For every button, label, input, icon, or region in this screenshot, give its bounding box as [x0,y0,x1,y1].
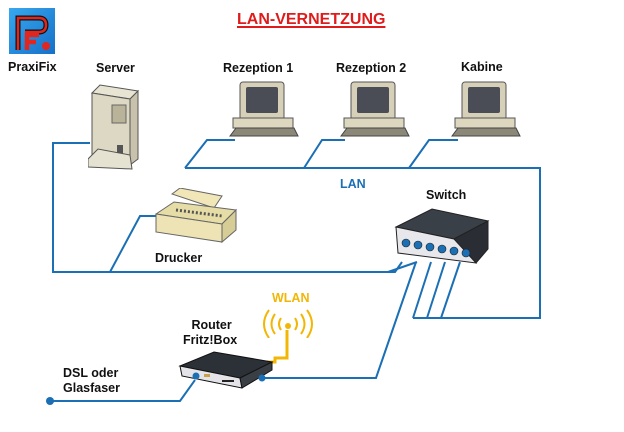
network-switch-icon [394,208,490,264]
internet-endpoint-dot [46,397,54,405]
cable-rezeption1 [184,139,235,169]
lan-label: LAN [340,177,366,191]
router-label-line2: Fritz!Box [183,333,238,347]
cable-switch-port4 [412,261,432,319]
drucker-label: Drucker [155,251,203,265]
switch-port-3 [425,242,435,252]
rezeption1-label: Rezeption 1 [223,61,294,75]
router-dsl-port [192,372,200,380]
cable-internet [50,379,196,402]
praxifix-logo-icon [9,8,55,54]
cable-switch-port2 [387,261,418,273]
router-label: Router Fritz!Box [183,318,237,348]
switch-port-6 [461,248,471,258]
internet-label: DSL oder Glasfaser [63,366,120,396]
desktop-computer-icon [229,81,299,137]
page-title: LAN-VERNETZUNG [237,11,386,28]
server-tower-icon[interactable] [87,83,148,173]
printer-icon [154,187,238,244]
drucker-printer[interactable] [152,187,242,246]
rezeption1-computer[interactable] [228,80,300,140]
desktop-computer-icon [451,81,521,137]
kabine-label: Kabine [461,60,503,74]
rezeption2-computer[interactable] [339,80,411,140]
router-label-line1: Router [191,318,232,332]
internet-label-line2: Glasfaser [63,381,120,395]
wlan-label: WLAN [272,291,310,305]
cable-switch-port6 [440,261,461,319]
server-label: Server [96,61,135,75]
wifi-antenna-icon [262,308,314,339]
router-lan-port [258,374,266,382]
switch-port-5 [449,246,459,256]
switch-port-1 [401,238,411,248]
switch-port-4 [437,244,447,254]
cable-router-switch [262,261,417,379]
lan-bus-cable [185,167,541,319]
cable-switch-port5 [426,261,446,319]
logo-name: PraxiFix [8,60,57,74]
cable-kabine [408,139,458,169]
switch-label: Switch [426,188,467,202]
router-fritzbox[interactable] [178,350,274,390]
network-switch[interactable] [392,205,490,267]
cable-rezeption2 [303,139,345,169]
kabine-computer[interactable] [450,80,522,140]
router-icon [178,351,274,389]
rezeption2-label: Rezeption 2 [336,61,407,75]
cable-drucker [109,215,160,273]
internet-label-line1: DSL oder [63,366,119,380]
desktop-computer-icon [340,81,410,137]
switch-port-2 [413,240,423,250]
